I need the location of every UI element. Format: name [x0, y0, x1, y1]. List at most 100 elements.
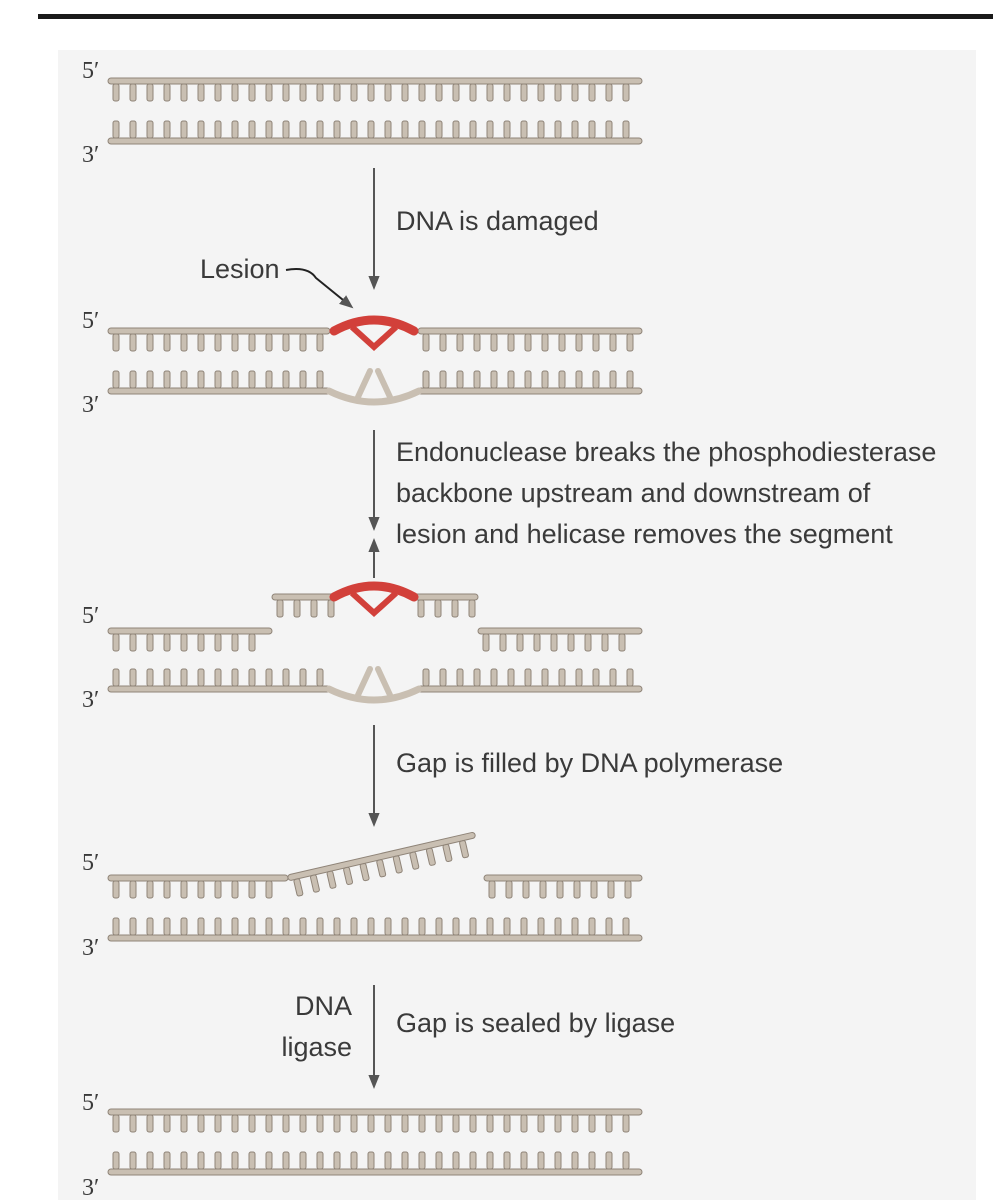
base-5prime	[571, 1114, 579, 1133]
base-5prime	[452, 83, 460, 102]
base-5prime	[592, 333, 600, 352]
base-3prime	[520, 120, 528, 139]
base-3prime	[231, 370, 239, 389]
lesion-bases	[349, 324, 399, 352]
base-3prime	[490, 370, 498, 389]
new-strand-base	[343, 866, 354, 885]
backbone-5prime	[107, 1108, 643, 1116]
base-5prime	[571, 83, 579, 102]
base-5prime	[163, 633, 171, 652]
base-3prime	[299, 668, 307, 687]
base-5prime	[367, 83, 375, 102]
base-5prime	[435, 1114, 443, 1133]
base-3prime	[367, 1151, 375, 1170]
base-5prime	[575, 333, 583, 352]
base-5prime	[486, 83, 494, 102]
base-3prime	[163, 917, 171, 936]
unpaired-bases	[355, 368, 393, 400]
base-5prime	[180, 83, 188, 102]
base-3prime	[418, 120, 426, 139]
base-3prime	[316, 120, 324, 139]
base-3prime	[605, 1151, 613, 1170]
base-3prime	[439, 668, 447, 687]
base-3prime	[452, 917, 460, 936]
base-3prime	[180, 370, 188, 389]
base-3prime	[418, 1151, 426, 1170]
base-3prime	[112, 917, 120, 936]
base-5prime	[401, 83, 409, 102]
dna-stage-polymerase-fill: 5′3′	[82, 831, 643, 961]
base-3prime	[180, 668, 188, 687]
backbone-3prime	[107, 387, 331, 395]
base-5prime	[163, 83, 171, 102]
base-5prime	[626, 333, 634, 352]
base-3prime	[592, 370, 600, 389]
five-prime-label: 5′	[82, 603, 99, 629]
base-5prime	[418, 83, 426, 102]
base-3prime	[214, 668, 222, 687]
base-3prime	[316, 917, 324, 936]
base-5prime	[129, 880, 137, 899]
backbone-5prime	[107, 77, 643, 85]
base-3prime	[554, 120, 562, 139]
backbone-3prime	[107, 137, 643, 145]
dna-stage-excised: 5′3′	[82, 581, 643, 713]
base-3prime	[299, 917, 307, 936]
base-5prime	[588, 1114, 596, 1133]
base-5prime	[282, 83, 290, 102]
base-5prime	[248, 880, 256, 899]
base-3prime	[163, 668, 171, 687]
base-5prime	[558, 333, 566, 352]
base-3prime	[452, 1151, 460, 1170]
base-5prime	[112, 333, 120, 352]
base-3prime	[435, 120, 443, 139]
base-3prime	[214, 120, 222, 139]
base-5prime	[197, 880, 205, 899]
base-3prime	[503, 917, 511, 936]
backbone-3prime	[417, 685, 643, 693]
base-5prime	[248, 83, 256, 102]
dna-stage-lesion: 5′3′	[82, 308, 643, 418]
base-5prime	[601, 633, 609, 652]
base-3prime	[486, 917, 494, 936]
distorted-backbone	[325, 387, 423, 406]
base-3prime	[350, 120, 358, 139]
base-3prime	[422, 370, 430, 389]
base-5prime	[573, 880, 581, 899]
base-3prime	[537, 917, 545, 936]
base-3prime	[248, 1151, 256, 1170]
new-strand-base	[459, 840, 469, 859]
base-3prime	[129, 120, 137, 139]
base-3prime	[180, 120, 188, 139]
backbone-5prime	[483, 874, 643, 882]
base-3prime	[435, 917, 443, 936]
base-3prime	[248, 668, 256, 687]
five-prime-label: 5′	[82, 1090, 99, 1116]
five-prime-label: 5′	[82, 58, 99, 84]
base-5prime	[422, 333, 430, 352]
base-5prime	[401, 1114, 409, 1133]
dna-stage-ligated: 5′3′	[82, 1090, 643, 1200]
base-3prime	[163, 1151, 171, 1170]
base-3prime	[520, 1151, 528, 1170]
backbone-5prime	[271, 593, 336, 601]
step-label: Gap is sealed by ligase	[396, 1008, 675, 1038]
base-5prime	[231, 880, 239, 899]
base-5prime	[214, 333, 222, 352]
base-3prime	[435, 1151, 443, 1170]
base-3prime	[401, 120, 409, 139]
base-3prime	[197, 1151, 205, 1170]
base-5prime	[452, 1114, 460, 1133]
base-3prime	[282, 668, 290, 687]
base-5prime	[231, 633, 239, 652]
new-strand-base	[425, 847, 436, 866]
base-3prime	[197, 120, 205, 139]
base-3prime	[367, 917, 375, 936]
backbone-3prime	[417, 387, 643, 395]
three-prime-label: 3′	[82, 935, 99, 961]
new-strand-base	[376, 859, 387, 878]
base-5prime	[180, 333, 188, 352]
base-5prime	[293, 599, 301, 618]
base-3prime	[265, 370, 273, 389]
